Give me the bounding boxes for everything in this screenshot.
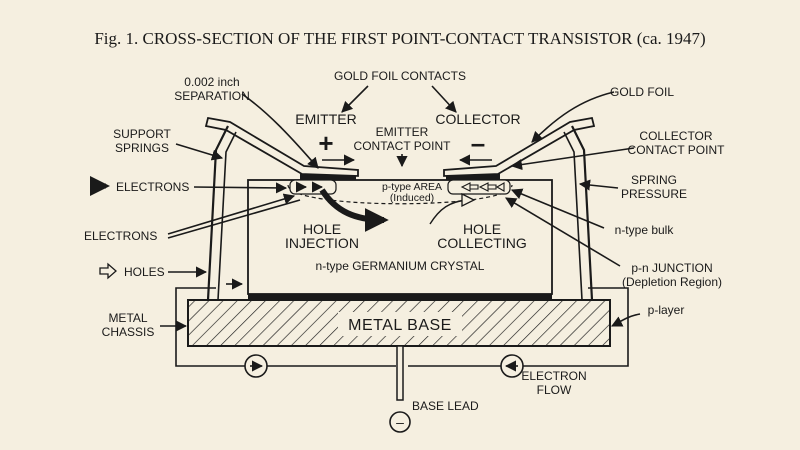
metal-chassis-label-line1: METAL xyxy=(108,311,147,325)
p-type-area-label: p-type AREA xyxy=(382,181,442,193)
p-layer xyxy=(248,294,552,300)
base-lead-label: BASE LEAD xyxy=(412,399,479,413)
support-springs-leader xyxy=(175,143,224,161)
left-support-spring-inner xyxy=(217,131,237,301)
emitter-contact-label-line1: EMITTER xyxy=(376,125,429,139)
collector-hole-arrow-1 xyxy=(460,182,479,192)
hole-collecting-label-line2: COLLECTING xyxy=(437,235,526,251)
hole-collecting-arrowhead xyxy=(461,192,476,208)
spring-pressure-label-line2: PRESSURE xyxy=(621,187,687,201)
holes-legend-arrow xyxy=(99,262,117,280)
pn-junction-leader xyxy=(505,197,621,267)
ntype-bulk-leader xyxy=(510,188,605,229)
pn-junction-label-line2: (Depletion Region) xyxy=(622,275,722,289)
collector-contact-label-line2: CONTACT POINT xyxy=(628,143,726,157)
ntype-bulk-label: n-type bulk xyxy=(615,223,675,237)
support-springs-label-line2: SPRINGS xyxy=(115,141,169,155)
support-springs-label-line1: SUPPORT xyxy=(113,127,171,141)
gold-foil-contacts-label: GOLD FOIL CONTACTS xyxy=(334,69,466,83)
right-support-spring xyxy=(571,125,594,301)
germanium-crystal xyxy=(247,179,553,295)
p-layer-leader xyxy=(610,313,641,327)
p-layer-label: p-layer xyxy=(648,303,685,317)
emitter-plus-sign: + xyxy=(318,128,333,158)
gold-foil-contacts-leader-left xyxy=(341,85,369,113)
chassis-circuit-left xyxy=(175,287,396,367)
electrons-left-leader-2 xyxy=(167,199,301,239)
collector-contact-label-line1: COLLECTOR xyxy=(639,129,712,143)
separation-label-line1: 0.002 inch xyxy=(184,75,239,89)
holes-label: HOLES xyxy=(124,265,165,279)
gold-foil-contacts-leader-right xyxy=(431,85,457,113)
electrons-top-leader xyxy=(193,182,288,194)
left-support-spring xyxy=(206,125,229,301)
spring-pressure-leader xyxy=(578,179,619,191)
collector-contact-leader xyxy=(510,147,635,171)
collector-label: COLLECTOR xyxy=(435,111,520,127)
base-minus-sign: – xyxy=(396,414,404,430)
gold-foil-leader xyxy=(531,91,615,143)
hole-injection-label-line1: HOLE xyxy=(303,221,341,237)
electron-flow-label-line2: FLOW xyxy=(537,383,572,397)
collector-minus-sign: – xyxy=(471,128,485,158)
collector-gold-foil xyxy=(443,116,596,177)
electron-flow-label-line1: ELECTRON xyxy=(521,369,586,383)
base-minus-indicator xyxy=(389,411,411,433)
emitter-contact-label-line2: CONTACT POINT xyxy=(354,139,452,153)
metal-base-label-bg xyxy=(338,312,462,336)
separation-leader xyxy=(241,93,319,169)
pn-junction-label-line1: p-n JUNCTION xyxy=(631,261,712,275)
spring-pressure-label-line1: SPRING xyxy=(631,173,677,187)
emitter-label: EMITTER xyxy=(295,111,356,127)
hole-injection-label-line2: INJECTION xyxy=(285,235,359,251)
right-support-spring-inner xyxy=(563,131,583,301)
hole-collecting-label-line1: HOLE xyxy=(463,221,501,237)
electrons-top-label: ELECTRONS xyxy=(116,180,189,194)
collector-hole-arrow-3 xyxy=(495,182,505,192)
base-lead xyxy=(396,345,404,401)
electrons-left-leader-1 xyxy=(167,193,296,235)
electrons-left-label: ELECTRONS xyxy=(84,229,157,243)
hole-injection-arrow xyxy=(319,188,389,232)
p-type-area-sublabel: (Induced) xyxy=(390,192,434,204)
separation-label-line2: SEPARATION xyxy=(174,89,250,103)
metal-chassis-label-line2: CHASSIS xyxy=(102,325,155,339)
figure-title: Fig. 1. CROSS-SECTION OF THE FIRST POINT… xyxy=(94,29,705,48)
crystal-label: n-type GERMANIUM CRYSTAL xyxy=(316,259,485,273)
metal-base-label: METAL BASE xyxy=(348,317,452,334)
hole-collecting-arrow xyxy=(429,199,467,225)
gold-foil-label: GOLD FOIL xyxy=(610,85,674,99)
emitter-gold-foil xyxy=(204,116,359,177)
